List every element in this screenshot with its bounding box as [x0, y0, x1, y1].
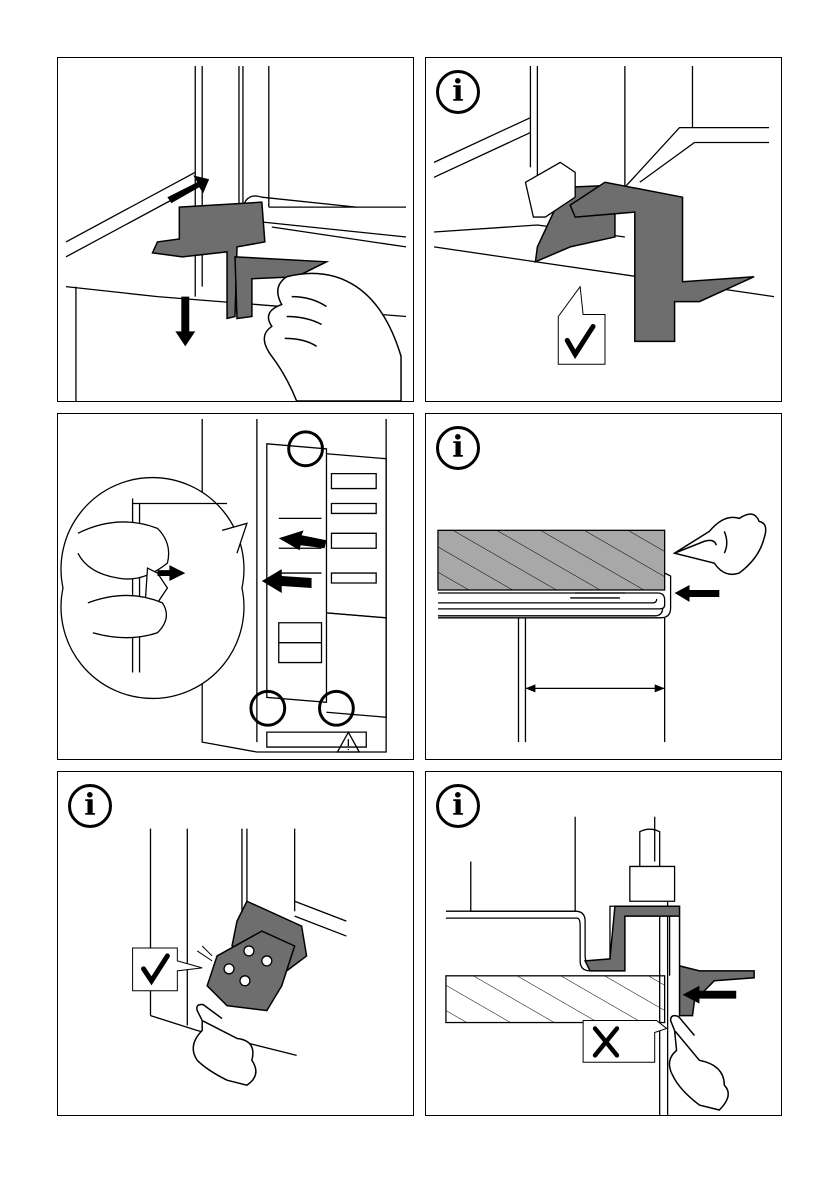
panel-4: i — [425, 413, 782, 760]
arrow-icon — [675, 585, 720, 602]
arrow-icon — [167, 175, 209, 346]
info-icon: i — [436, 70, 480, 114]
panel-1 — [57, 57, 414, 402]
info-icon: i — [436, 426, 480, 470]
pointing-hand-icon — [193, 1005, 256, 1086]
panel-6: i — [425, 771, 782, 1116]
info-icon: i — [68, 784, 112, 828]
panel-2: i — [425, 57, 782, 402]
fridge-alignment-illustration — [58, 414, 413, 759]
callout — [558, 287, 605, 365]
hand-icon — [264, 273, 401, 401]
hinge-incorrect-illustration — [426, 772, 781, 1115]
warning-icon — [337, 732, 359, 752]
hinge-bracket-illustration — [58, 772, 413, 1115]
panel-3 — [57, 413, 414, 760]
hinge-plate — [207, 901, 306, 1010]
worktop-section-illustration — [426, 414, 781, 759]
bracket-correct-illustration — [426, 58, 781, 401]
panel-5: i — [57, 771, 414, 1116]
pointing-hand-icon — [669, 1016, 728, 1110]
pointing-hand-icon — [675, 514, 766, 574]
info-icon: i — [436, 784, 480, 828]
bracket-install-illustration — [58, 58, 413, 401]
